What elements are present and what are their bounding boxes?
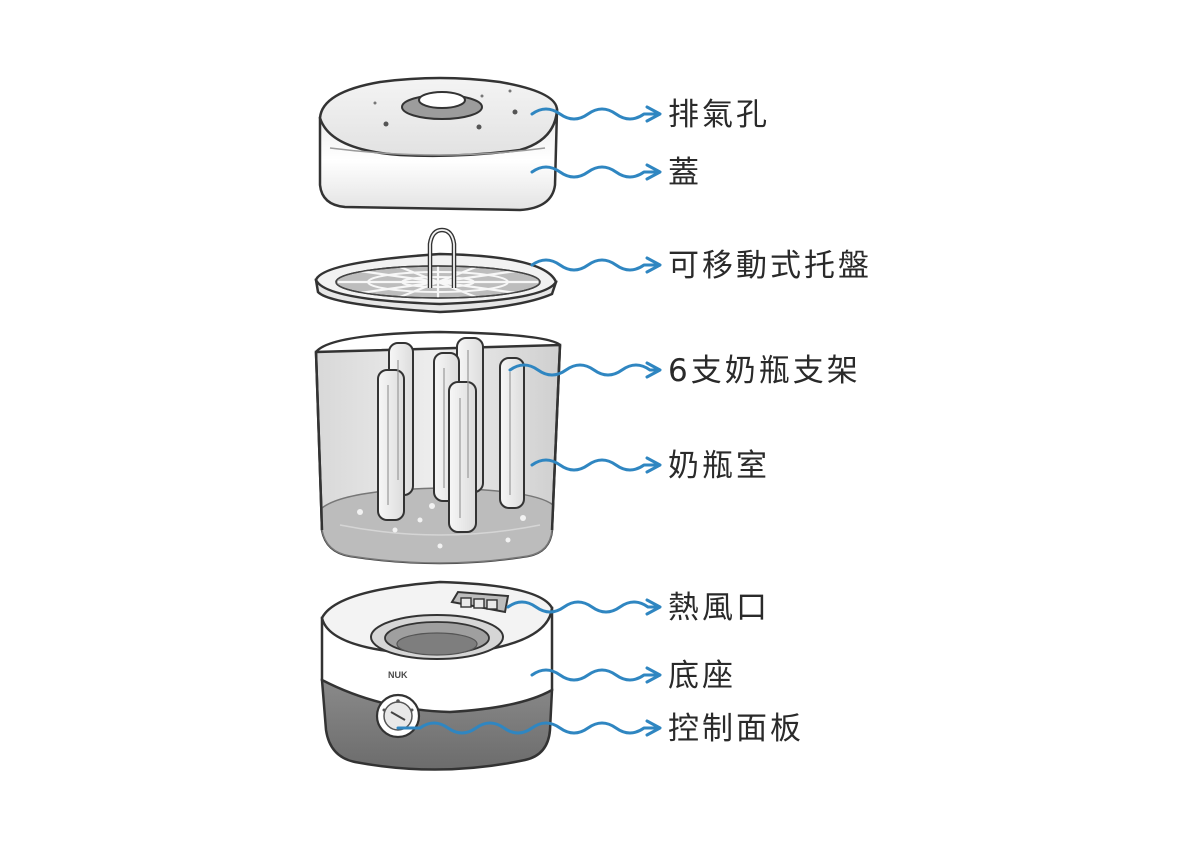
callout-arrows xyxy=(396,105,662,737)
chamber-part xyxy=(314,330,562,565)
arrow-bottle-chamber xyxy=(530,456,662,474)
lid-part xyxy=(318,76,559,212)
arrow-bottle-holders xyxy=(508,361,662,379)
hot-air-vent xyxy=(450,590,510,614)
arrow-vent-hole xyxy=(530,105,662,123)
brand-logo: NUK xyxy=(388,670,408,680)
arrow-lid xyxy=(530,163,662,181)
arrow-control-panel xyxy=(396,719,662,737)
label-removable-tray: 可移動式托盤 xyxy=(668,248,872,284)
label-control-panel: 控制面板 xyxy=(668,711,804,747)
arrow-removable-tray xyxy=(530,256,662,274)
label-vent-hole: 排氣孔 xyxy=(668,97,770,133)
label-bottle-chamber: 奶瓶室 xyxy=(668,448,770,484)
arrow-base xyxy=(530,666,662,684)
base-part: NUK xyxy=(320,580,554,771)
label-base: 底座 xyxy=(668,658,736,694)
label-bottle-holders: 6支奶瓶支架 xyxy=(668,353,861,389)
label-hot-air-outlet: 熱風口 xyxy=(668,590,770,626)
arrow-hot-air-outlet xyxy=(506,598,662,616)
tray-part xyxy=(314,227,558,314)
label-lid: 蓋 xyxy=(668,155,702,191)
control-dial xyxy=(375,693,421,739)
